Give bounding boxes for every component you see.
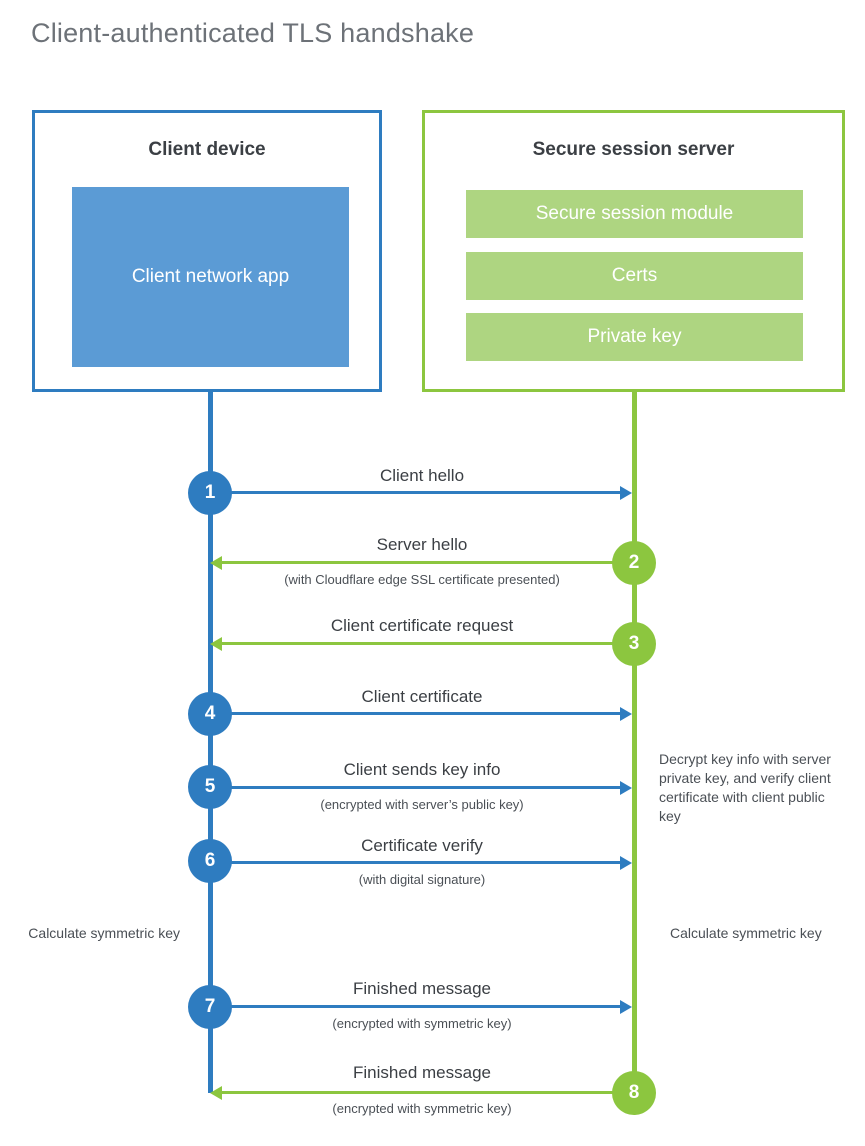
step-7-arrow-line [210,1005,622,1008]
step-1-circle[interactable]: 1 [188,471,232,515]
step-8-label: Finished message [353,1063,491,1082]
step-1-arrow-head [620,486,632,500]
client-device-title: Client device [148,139,266,160]
secure-session-server-title: Secure session server [532,139,735,160]
step-8-arrow-head [210,1086,222,1100]
step-6-arrow-head [620,856,632,870]
client-device-box: Client device Client network app [32,110,382,392]
step-4-arrow-head [620,707,632,721]
server-block-secure-session-module: Secure session module [466,190,803,238]
step-7-label: Finished message [353,979,491,998]
step-5-sublabel: (encrypted with server’s public key) [320,797,524,812]
step-4-arrow-line [210,712,622,715]
step-5-label: Client sends key info [343,760,501,779]
step-7-arrow-head [620,1000,632,1014]
note-calculate-symmetric-key-client: Calculate symmetric key [28,925,180,941]
page-title: Client-authenticated TLS handshake [31,18,475,48]
server-block-private-key: Private key [466,313,803,361]
step-2-sublabel: (with Cloudflare edge SSL certificate pr… [284,572,560,587]
step-7-sublabel: (encrypted with symmetric key) [332,1016,512,1031]
step-5-arrow-head [620,781,632,795]
step-2-arrow-line [222,561,634,564]
server-lifeline [632,392,637,1093]
secure-session-server-box: Secure session server Secure session mod… [422,110,845,392]
step-7-circle[interactable]: 7 [188,985,232,1029]
step-4-circle[interactable]: 4 [188,692,232,736]
step-3-arrow-line [222,642,634,645]
step-8-arrow-line [222,1091,634,1094]
client-lifeline [208,392,213,1093]
step-6-label: Certificate verify [361,836,483,855]
client-network-app-block: Client network app [72,187,349,367]
note-calculate-symmetric-key-server: Calculate symmetric key [670,925,822,941]
step-4-label: Client certificate [361,687,483,706]
step-6-sublabel: (with digital signature) [358,872,486,887]
note-decrypt-key-info: Decrypt key info with server private key… [659,751,831,824]
step-3-arrow-head [210,637,222,651]
step-1-label: Client hello [379,466,465,485]
step-2-label: Server hello [376,535,468,554]
step-5-arrow-line [210,786,622,789]
step-3-circle[interactable]: 3 [612,622,656,666]
step-3-label: Client certificate request [330,616,514,635]
step-8-sublabel: (encrypted with symmetric key) [332,1101,512,1116]
step-8-circle[interactable]: 8 [612,1071,656,1115]
step-2-arrow-head [210,556,222,570]
server-block-certs: Certs [466,252,803,300]
step-2-circle[interactable]: 2 [612,541,656,585]
step-5-circle[interactable]: 5 [188,765,232,809]
step-1-arrow-line [210,491,622,494]
step-6-circle[interactable]: 6 [188,839,232,883]
step-6-arrow-line [210,861,622,864]
